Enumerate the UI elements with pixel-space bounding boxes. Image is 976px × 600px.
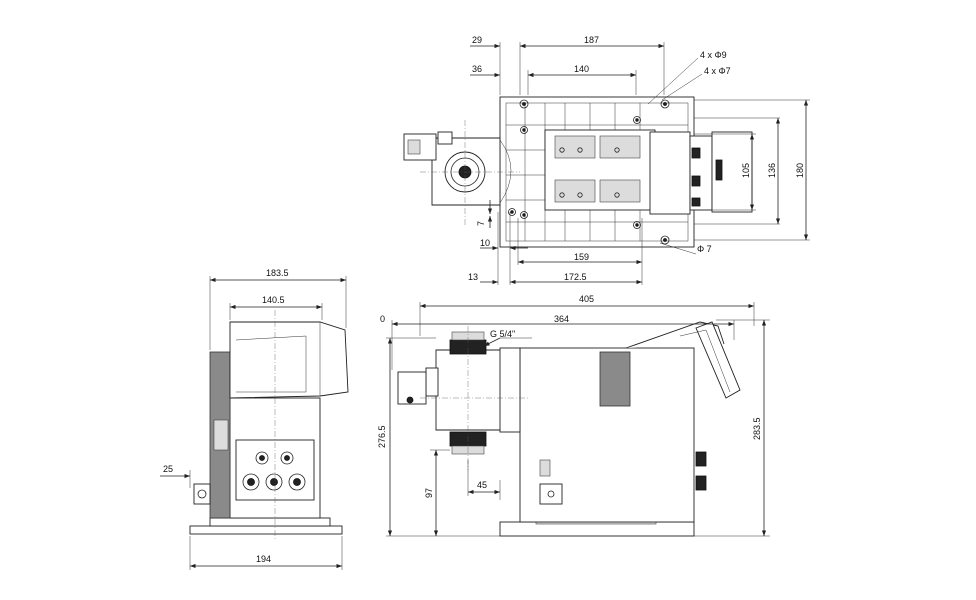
- side-base-plate: [189, 525, 343, 535]
- dim-140-5: 140.5: [262, 295, 285, 305]
- dim-140: 140: [574, 64, 589, 74]
- side-view: 183.5 140.5 25 194: [160, 268, 349, 570]
- dim-136: 136: [767, 163, 777, 178]
- dim-25: 25: [163, 464, 173, 474]
- dim-283-5: 283.5: [752, 417, 762, 440]
- top-connector-box: [649, 131, 691, 215]
- dim-180: 180: [795, 163, 805, 178]
- dim-7-vertical: 7: [476, 221, 486, 226]
- dim-4-holes-7: 4 x Φ7: [704, 66, 731, 76]
- front-dimensions: [386, 302, 770, 537]
- dim-364: 364: [554, 314, 569, 324]
- top-view: 29 187 36 140 4 x Φ9 4 x Φ7 105 136 180 …: [403, 35, 810, 285]
- top-dimensions: [470, 42, 810, 285]
- dim-276-5: 276.5: [377, 425, 387, 448]
- dim-105: 105: [741, 163, 751, 178]
- side-dimensions: [160, 276, 347, 570]
- dim-10: 10: [480, 238, 490, 248]
- dim-13: 13: [468, 272, 478, 282]
- dim-36: 36: [472, 64, 482, 74]
- dim-97: 97: [424, 488, 434, 498]
- dim-phi-7: Φ 7: [697, 244, 712, 254]
- dim-29: 29: [472, 35, 482, 45]
- side-cable-gland: [193, 483, 211, 505]
- top-mounting-holes: [508, 99, 670, 245]
- front-view: 405 0 364 G 5/4" 276.5 283.5 97 45: [377, 294, 770, 537]
- dim-0: 0: [380, 314, 385, 324]
- dim-187: 187: [584, 35, 599, 45]
- dim-159: 159: [574, 252, 589, 262]
- dim-194: 194: [256, 554, 271, 564]
- side-top-hood: [229, 321, 349, 399]
- side-connectors: [242, 451, 306, 491]
- dim-45: 45: [477, 480, 487, 490]
- dim-183-5: 183.5: [266, 268, 289, 278]
- dim-405: 405: [579, 294, 594, 304]
- dim-4-holes-9: 4 x Φ9: [700, 50, 727, 60]
- dim-172-5: 172.5: [564, 272, 587, 282]
- dim-thread-g-5-4: G 5/4": [490, 329, 515, 339]
